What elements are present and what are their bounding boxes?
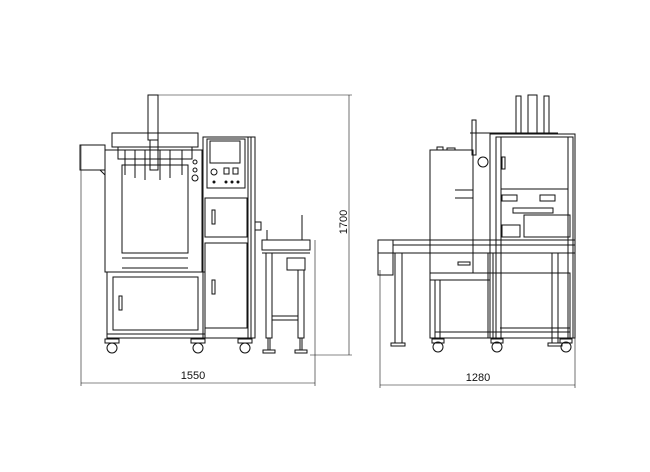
height-dimension-label: 1700 [338, 210, 350, 234]
conveyor-stand [261, 215, 311, 354]
press-head [111, 94, 199, 180]
side-casters [431, 338, 573, 353]
upper-door [204, 197, 248, 238]
lower-door [204, 242, 248, 329]
side-width-dimension: 1280 [379, 180, 576, 388]
hmi-screen [209, 140, 241, 164]
side-box [429, 146, 489, 274]
hood [79, 144, 106, 176]
main-frame [104, 149, 203, 273]
front-view: 1700 1550 [79, 94, 352, 386]
side-conveyor [377, 239, 576, 347]
width-dimension-label: 1550 [181, 370, 205, 382]
tall-cabinet [471, 119, 576, 339]
side-view: 1280 [377, 94, 576, 388]
lower-frame [106, 271, 206, 339]
side-lower-frame [429, 252, 571, 339]
cylinders [470, 94, 558, 134]
control-panel [206, 138, 246, 189]
casters [104, 338, 253, 354]
side-width-dimension-label: 1280 [466, 372, 490, 384]
width-dimension: 1550 [80, 145, 316, 386]
height-dimension: 1700 [150, 94, 352, 356]
control-cabinet [202, 136, 262, 339]
